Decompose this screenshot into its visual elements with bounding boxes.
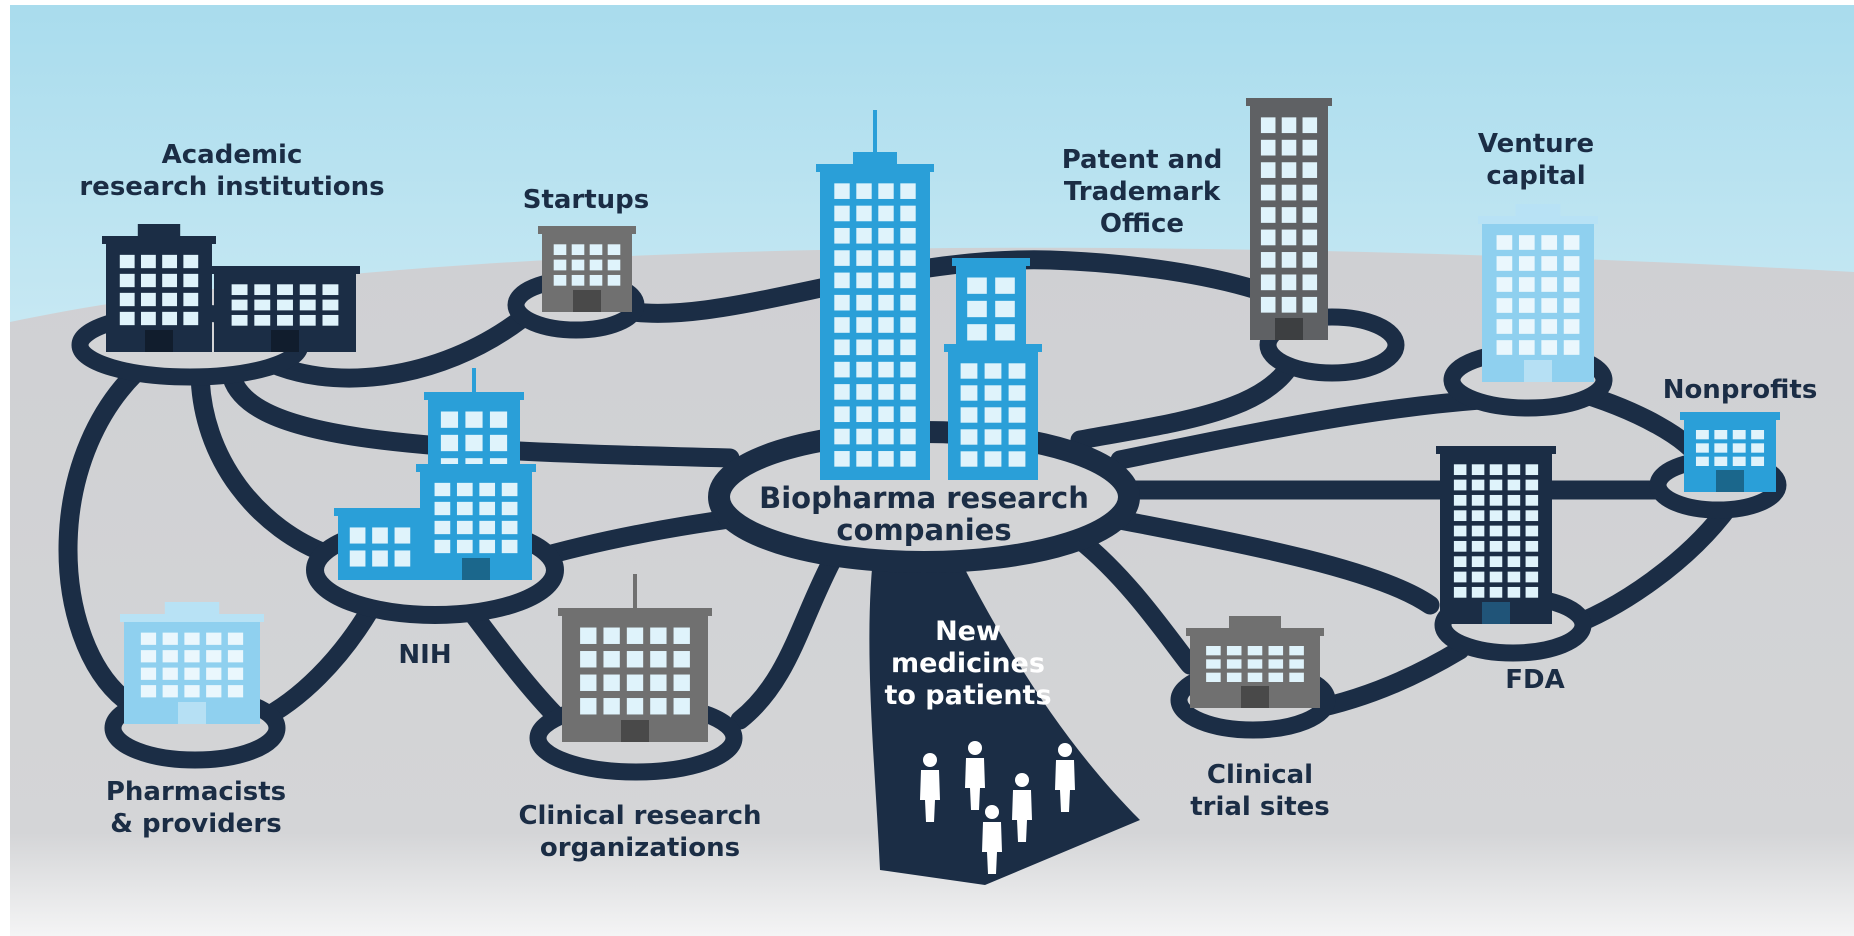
label-clinical-sites-line-1: Clinical xyxy=(1207,760,1313,790)
label-clinical-sites-line-2: trial sites xyxy=(1190,792,1330,822)
label-venture-line-1: Venture xyxy=(1478,129,1594,159)
startups-building-icon xyxy=(538,226,636,312)
label-pharmacists-line-2: & providers xyxy=(110,809,281,839)
nih-building-icon xyxy=(416,464,536,580)
cro-building-icon xyxy=(558,574,712,742)
label-fda-line-1: FDA xyxy=(1505,665,1564,695)
label-clinical-sites: Clinical trial sites xyxy=(1190,760,1330,822)
label-academic-line-1: Academic xyxy=(162,140,303,170)
label-nonprofits: Nonprofits xyxy=(1663,375,1818,405)
label-patent-line-2: Trademark xyxy=(1064,177,1221,207)
people-icon xyxy=(920,741,1075,874)
label-new-medicines-line-1: New xyxy=(935,616,1001,647)
label-cro-line-2: organizations xyxy=(540,833,740,863)
label-academic-line-2: research institutions xyxy=(79,172,384,202)
label-academic: Academic research institutions xyxy=(79,140,384,202)
road-academic-biopharma xyxy=(220,360,740,468)
label-patent-line-1: Patent and xyxy=(1062,145,1223,175)
label-venture-line-2: capital xyxy=(1486,161,1585,191)
label-fda: FDA xyxy=(1505,665,1564,695)
label-patent: Patent and Trademark Office xyxy=(1062,145,1223,239)
label-biopharma-line-2: companies xyxy=(836,513,1011,547)
road-biopharma-fda xyxy=(1110,510,1440,615)
label-new-medicines-line-2: medicines xyxy=(891,648,1045,679)
label-venture: Venture capital xyxy=(1478,129,1594,191)
road-venture-biopharma xyxy=(1110,390,1490,470)
buildings-layer xyxy=(102,98,1780,742)
label-patent-line-3: Office xyxy=(1100,209,1184,239)
venture-building-icon xyxy=(1478,204,1598,382)
road-academic-nih xyxy=(190,360,340,565)
road-academic-pharmacists xyxy=(58,350,160,710)
label-cro: Clinical research organizations xyxy=(518,801,761,863)
road-nih-cro xyxy=(460,600,570,730)
pharmacists-building-icon xyxy=(120,602,264,724)
node-platforms xyxy=(71,271,1787,781)
road-biopharma-clinicalsites xyxy=(1070,530,1200,675)
label-nih: NIH xyxy=(398,640,451,670)
label-startups-line-1: Startups xyxy=(523,185,650,215)
label-cro-line-1: Clinical research xyxy=(518,801,761,831)
road-biopharma-cro xyxy=(730,545,845,730)
label-nonprofits-line-1: Nonprofits xyxy=(1663,375,1818,405)
label-biopharma: Biopharma research companies xyxy=(759,481,1089,547)
academic-building-right-icon xyxy=(210,266,360,352)
label-pharmacists-line-1: Pharmacists xyxy=(106,777,286,807)
label-pharmacists: Pharmacists & providers xyxy=(106,777,286,839)
fda-building-icon xyxy=(1436,446,1556,624)
clinical-sites-building-icon xyxy=(1186,616,1324,708)
academic-building-left-icon xyxy=(102,224,216,352)
label-biopharma-line-1: Biopharma research xyxy=(759,481,1089,515)
patent-building-icon xyxy=(1246,98,1332,340)
nonprofits-building-icon xyxy=(1680,412,1780,492)
road-academic-startups xyxy=(250,310,530,388)
biopharma-tower-left-icon xyxy=(816,110,934,480)
label-nih-line-1: NIH xyxy=(398,640,451,670)
biopharma-tower-right-icon xyxy=(952,258,1030,354)
biopharma-tower-base-icon xyxy=(944,344,1042,480)
label-startups: Startups xyxy=(523,185,650,215)
label-new-medicines-line-3: to patients xyxy=(884,680,1051,711)
label-new-medicines: New medicines to patients xyxy=(884,616,1051,711)
nih-annex-icon xyxy=(334,508,426,580)
